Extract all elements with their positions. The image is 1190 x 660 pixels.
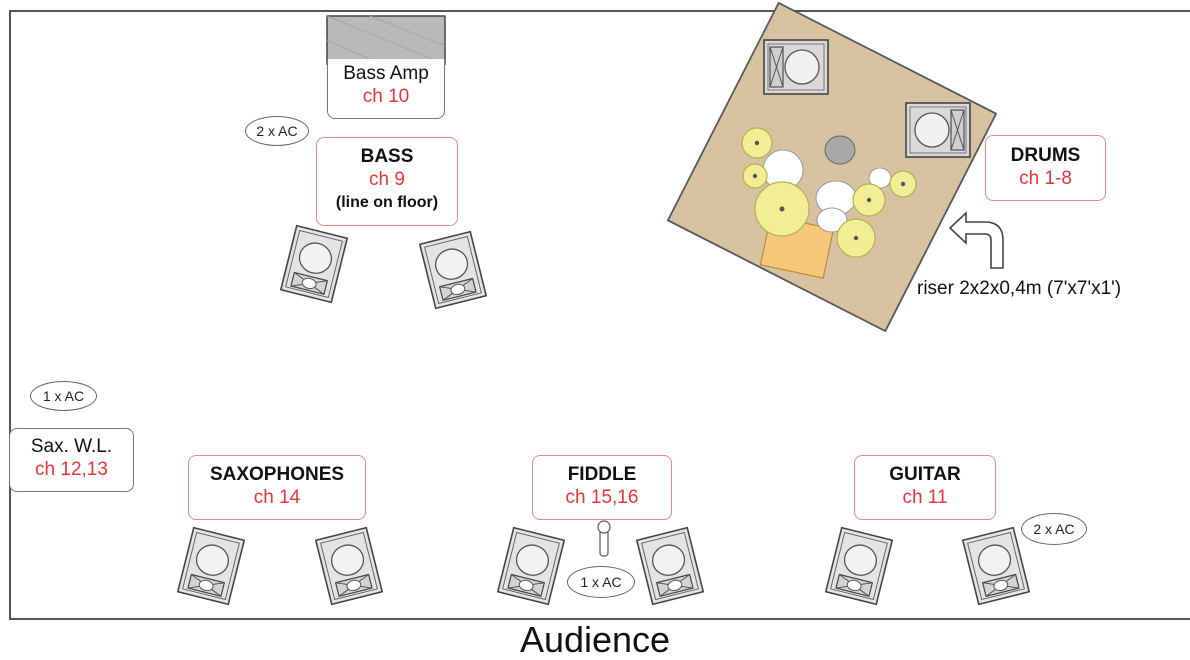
saxophones-box: SAXOPHONES ch 14 <box>188 455 366 520</box>
guitar-monitor-left <box>824 526 894 606</box>
guitar-monitor-right <box>961 526 1031 606</box>
riser-arrow-icon <box>948 211 1004 269</box>
drum-sidefill-left <box>763 39 829 95</box>
bass-box: BASS ch 9 (line on floor) <box>316 137 458 226</box>
fiddle-ac-badge: 1 x AC <box>567 566 635 598</box>
drums-channel: ch 1-8 <box>1019 168 1072 189</box>
bass-title: BASS <box>360 146 414 167</box>
fiddle-ac-label: 1 x AC <box>580 574 622 590</box>
bass-amp-channel: ch 10 <box>362 86 410 107</box>
drum-sidefill-right <box>905 102 971 158</box>
guitar-ac-badge: 2 x AC <box>1021 513 1087 545</box>
guitar-channel: ch 11 <box>902 487 948 508</box>
saxophones-channel: ch 14 <box>253 487 301 508</box>
stage-area <box>9 10 1190 620</box>
sax-wl-ac-label: 1 x AC <box>42 388 85 404</box>
bass-monitor-left <box>279 224 349 304</box>
bass-channel: ch 9 <box>369 169 405 190</box>
sax-monitor-right <box>314 526 384 606</box>
drums-title: DRUMS <box>1010 145 1081 166</box>
sax-monitor-left <box>176 526 246 606</box>
guitar-ac-label: 2 x AC <box>1033 521 1075 537</box>
saxophones-title: SAXOPHONES <box>209 464 345 485</box>
riser-label: riser 2x2x0,4m (7'x7'x1') <box>917 278 1122 299</box>
fiddle-title: FIDDLE <box>567 464 637 485</box>
fiddle-channel: ch 15,16 <box>565 487 639 508</box>
bass-ac-label: 2 x AC <box>256 123 298 139</box>
drum-kit <box>741 127 917 279</box>
bass-note: (line on floor) <box>335 194 439 211</box>
bass-monitor-right <box>418 230 488 310</box>
drums-box: DRUMS ch 1-8 <box>985 135 1106 201</box>
guitar-title: GUITAR <box>889 464 961 485</box>
fiddle-box: FIDDLE ch 15,16 <box>532 455 672 520</box>
bass-ac-badge: 2 x AC <box>245 116 309 146</box>
microphone-icon <box>597 520 611 557</box>
audience-label: Audience <box>519 619 671 660</box>
fiddle-monitor-left <box>496 526 566 606</box>
drum-kick <box>824 135 856 165</box>
bass-amp-box: Bass Amp ch 10 <box>327 59 445 119</box>
drum-tom <box>816 207 848 233</box>
sax-wl-label: Sax. W.L. <box>30 436 113 457</box>
sax-wl-box: Sax. W.L. ch 12,13 <box>9 428 134 492</box>
sax-wl-channel: ch 12,13 <box>35 459 108 480</box>
fiddle-monitor-right <box>635 526 705 606</box>
sax-wl-ac-badge: 1 x AC <box>30 381 97 411</box>
drum-riser <box>666 1 998 333</box>
bass-amp-label: Bass Amp <box>343 63 429 84</box>
guitar-box: GUITAR ch 11 <box>854 455 996 520</box>
